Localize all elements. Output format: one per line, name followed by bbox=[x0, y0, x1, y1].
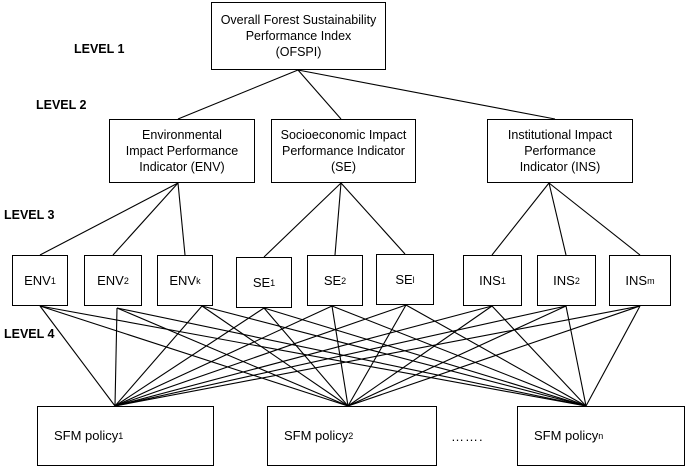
edge-env-child-2 bbox=[177, 182, 186, 256]
edge-env-child-0 bbox=[39, 182, 179, 256]
ins-line-3: Indicator (INS) bbox=[519, 160, 601, 174]
edge-l3-2-policy-0 bbox=[114, 305, 203, 407]
env-indicator-box: Environmental Impact Performance Indicat… bbox=[109, 119, 255, 183]
ins-1-label: INS bbox=[479, 272, 501, 288]
ofspi-box: Overall Forest Sustainability Performanc… bbox=[211, 2, 386, 70]
se-2-label: SE bbox=[323, 272, 342, 288]
env-2-subscript: 2 bbox=[123, 275, 129, 286]
ins-1-subscript: 1 bbox=[500, 275, 506, 286]
edge-l3-8-policy-0 bbox=[114, 305, 641, 407]
env-1-subscript: 1 bbox=[50, 275, 56, 286]
se-line-2: Performance Indicator bbox=[282, 144, 405, 158]
ofspi-line-2: Performance Index bbox=[245, 29, 352, 43]
edge-l3-6-policy-2 bbox=[491, 305, 587, 407]
edge-l3-7-policy-1 bbox=[347, 305, 567, 407]
edge-env-child-1 bbox=[112, 182, 179, 256]
edge-ofspi-env bbox=[177, 69, 299, 120]
ins-line-2: Performance bbox=[524, 144, 596, 158]
se-indicator-box: Socioeconomic Impact Performance Indicat… bbox=[271, 119, 416, 183]
edge-l3-5-policy-1 bbox=[347, 304, 407, 407]
ofspi-line-1: Overall Forest Sustainability bbox=[220, 13, 377, 27]
ellipsis: ……. bbox=[451, 429, 484, 444]
edge-l3-5-policy-0 bbox=[114, 304, 407, 407]
edge-se-child-2 bbox=[340, 182, 406, 255]
edge-l3-2-policy-1 bbox=[201, 305, 349, 407]
level-4-label: LEVEL 4 bbox=[4, 327, 55, 341]
edge-l3-0-policy-0 bbox=[39, 305, 116, 407]
edge-ins-child-1 bbox=[548, 182, 567, 256]
sfm-policy-2-subscript: 2 bbox=[348, 431, 354, 441]
edge-l3-0-policy-1 bbox=[39, 305, 349, 407]
env-2-label: ENV bbox=[97, 272, 124, 288]
level-1-label: LEVEL 1 bbox=[74, 42, 125, 56]
ins-line-1: Institutional Impact bbox=[507, 128, 613, 142]
edge-l3-1-policy-2 bbox=[116, 307, 587, 407]
se-1-subscript: 1 bbox=[270, 277, 276, 288]
se-l-label: SE bbox=[395, 271, 413, 287]
ins-2-label: INS bbox=[553, 272, 575, 288]
edge-l3-6-policy-0 bbox=[114, 305, 493, 407]
sfm-policy-2-box: SFM policy 2 bbox=[267, 406, 437, 466]
edge-ins-child-0 bbox=[491, 182, 550, 256]
edge-l3-3-policy-2 bbox=[263, 307, 587, 407]
edge-ofspi-se bbox=[297, 69, 342, 120]
se-l-subscript: l bbox=[412, 274, 415, 285]
edge-l3-3-policy-1 bbox=[263, 307, 349, 407]
sfm-policy-1-subscript: 1 bbox=[118, 431, 124, 441]
level-2-label: LEVEL 2 bbox=[36, 98, 87, 112]
env-line-1: Environmental bbox=[142, 128, 222, 142]
edge-l3-8-policy-1 bbox=[347, 305, 641, 407]
edge-l3-1-policy-0 bbox=[114, 307, 118, 407]
edge-l3-3-policy-0 bbox=[114, 307, 265, 407]
edge-l3-7-policy-2 bbox=[565, 305, 587, 407]
ins-m-label: INS bbox=[625, 272, 648, 288]
ins-indicator-box: Institutional Impact Performance Indicat… bbox=[487, 119, 633, 183]
env-line-3: Indicator (ENV) bbox=[139, 160, 225, 174]
edge-l3-2-policy-2 bbox=[201, 305, 587, 407]
sfm-policy-1-label: SFM policy bbox=[54, 428, 119, 443]
edge-l3-0-policy-2 bbox=[39, 305, 587, 407]
ins-m-subscript: m bbox=[647, 275, 655, 286]
se-2-subscript: 2 bbox=[341, 275, 347, 286]
se-line-1: Socioeconomic Impact bbox=[280, 128, 407, 142]
level-3-label: LEVEL 3 bbox=[4, 208, 55, 222]
edge-l3-4-policy-2 bbox=[331, 305, 587, 407]
edge-se-child-1 bbox=[334, 182, 342, 256]
sfm-policy-n-box: SFM policy n bbox=[517, 406, 685, 466]
edge-ofspi-ins bbox=[297, 69, 556, 120]
env-line-2: Impact Performance bbox=[125, 144, 239, 158]
edge-ins-child-2 bbox=[548, 182, 641, 256]
edge-l3-4-policy-0 bbox=[114, 305, 333, 407]
ins-2-subscript: 2 bbox=[574, 275, 580, 286]
sfm-policy-2-label: SFM policy bbox=[284, 428, 349, 443]
se-1-label: SE bbox=[252, 274, 271, 290]
env-k-subscript: k bbox=[196, 275, 201, 286]
se-line-3: (SE) bbox=[331, 160, 356, 174]
env-1-label: ENV bbox=[24, 272, 51, 288]
sfm-policy-n-subscript: n bbox=[598, 431, 604, 441]
edge-l3-8-policy-2 bbox=[585, 305, 641, 407]
edge-l3-6-policy-1 bbox=[347, 305, 493, 407]
sfm-policy-n-label: SFM policy bbox=[534, 428, 599, 443]
edge-l3-1-policy-1 bbox=[116, 307, 349, 407]
ofspi-line-3: (OFSPI) bbox=[275, 45, 322, 59]
edge-se-child-0 bbox=[263, 182, 342, 258]
edge-l3-7-policy-0 bbox=[114, 305, 567, 407]
env-k-label: ENV bbox=[169, 272, 197, 288]
